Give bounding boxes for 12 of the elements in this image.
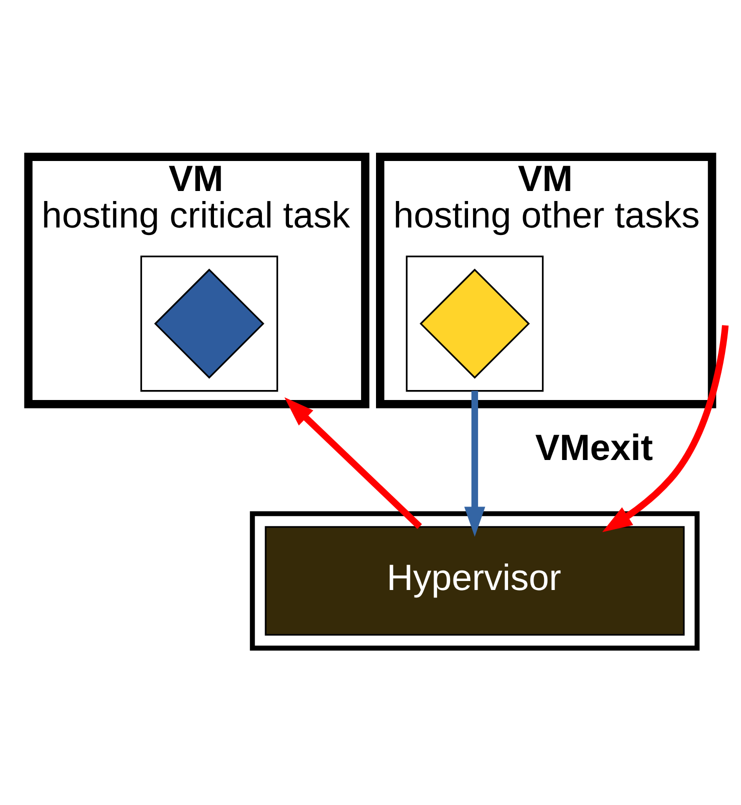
- cluster: VM hosting critical task: [24, 152, 370, 408]
- cluster: VM hosting other tasks: [376, 152, 716, 408]
- edge-label: VMexit: [535, 426, 653, 468]
- arrow: [284, 397, 422, 529]
- node-diamond: [154, 268, 264, 379]
- cluster: [250, 511, 700, 651]
- arrow: [464, 390, 486, 537]
- cluster: [406, 256, 544, 392]
- node-box: Hypervisor: [264, 526, 685, 636]
- node-diamond: [420, 268, 530, 379]
- arrow: [602, 325, 729, 532]
- cluster: [140, 256, 278, 392]
